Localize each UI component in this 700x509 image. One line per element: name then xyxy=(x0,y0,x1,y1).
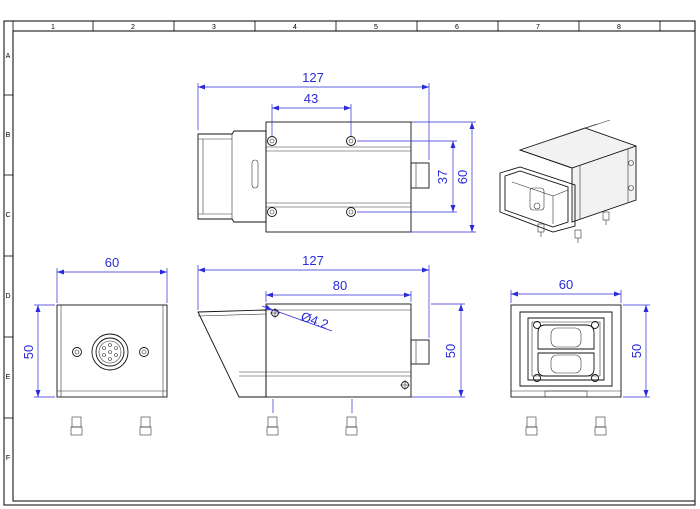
dim-left-height: 50 xyxy=(21,345,36,359)
column-label: 3 xyxy=(212,24,216,31)
mounting-hole-icon xyxy=(400,380,410,390)
screw-icon xyxy=(525,416,538,436)
row-label: C xyxy=(5,212,10,219)
screw-icon xyxy=(537,223,545,237)
dim-front-length: 127 xyxy=(302,253,324,268)
dim-top-length: 127 xyxy=(302,70,324,85)
left-view: 60 50 xyxy=(21,255,168,436)
mounting-hole-icon xyxy=(270,308,280,318)
isometric-view xyxy=(499,119,637,243)
column-label: 4 xyxy=(293,24,297,31)
side-view: 127 80 Ø4.2 50 xyxy=(197,253,465,436)
dim-front-hole: Ø4.2 xyxy=(299,309,331,332)
dim-top-hole-spacing: 43 xyxy=(304,91,318,106)
dim-front-80: 80 xyxy=(333,278,347,293)
column-label: 6 xyxy=(455,24,459,31)
column-label: 2 xyxy=(131,24,135,31)
screw-icon xyxy=(594,416,607,436)
screw-icon xyxy=(574,229,582,243)
column-label: 8 xyxy=(617,24,621,31)
column-label: 5 xyxy=(374,24,378,31)
screw-icon xyxy=(70,416,83,436)
front-face-view: 60 50 xyxy=(510,277,650,436)
screw-icon xyxy=(139,416,152,436)
screw-icon xyxy=(266,399,279,436)
dim-left-width: 60 xyxy=(105,255,119,270)
screw-icon xyxy=(345,399,358,436)
screw-icon xyxy=(602,211,610,225)
row-labels: A B C D E F xyxy=(5,53,10,462)
column-label: 7 xyxy=(536,24,540,31)
row-label: A xyxy=(6,53,11,60)
connector-icon xyxy=(91,333,129,371)
column-label: 1 xyxy=(51,24,55,31)
row-label: B xyxy=(6,132,11,139)
column-labels: 1 2 3 4 5 6 7 8 xyxy=(51,24,621,31)
row-label: E xyxy=(6,374,11,381)
row-label: F xyxy=(6,455,10,462)
dim-front-height: 50 xyxy=(443,344,458,358)
top-view: 127 43 37 60 xyxy=(197,70,476,233)
row-label: D xyxy=(5,293,10,300)
dim-top-side-37: 37 xyxy=(435,170,450,184)
dim-right-width: 60 xyxy=(559,277,573,292)
drawing-frame xyxy=(3,20,696,506)
dim-top-side-60: 60 xyxy=(455,170,470,184)
dim-right-height: 50 xyxy=(629,344,644,358)
